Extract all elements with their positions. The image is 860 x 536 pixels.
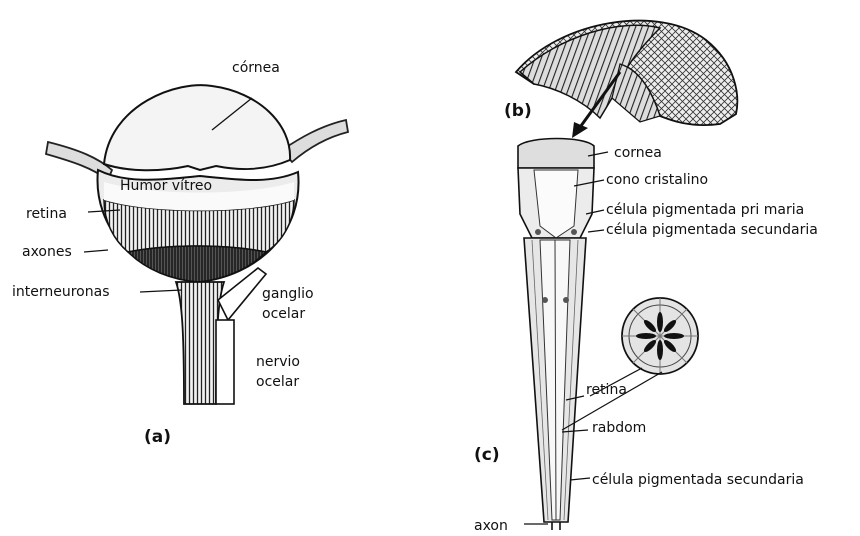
compound-eye-drawing: (b) (504, 21, 737, 138)
ommatidium-drawing: cornea cono cristalino célula pigmentada… (474, 139, 818, 535)
label-cono-cristalino: cono cristalino (606, 172, 708, 188)
rhabdom-cross-section (622, 298, 698, 374)
label-cornea-a: córnea (232, 60, 280, 76)
cuticle-right (282, 120, 348, 162)
label-retina-a: retina (26, 206, 67, 222)
ommatidium-cornea (518, 139, 594, 169)
label-celula-secundaria-top: célula pigmentada secundaria (606, 222, 818, 238)
label-ganglio-line2: ocelar (262, 306, 305, 322)
label-rabdom: rabdom (592, 420, 646, 436)
ocellus-drawing: córnea Humor vítreo retina axones intern… (12, 60, 348, 447)
label-axones: axones (22, 244, 72, 260)
label-celula-primaria: célula pigmentada pri maria (606, 202, 804, 218)
label-celula-secundaria-bottom: célula pigmentada secundaria (592, 472, 804, 488)
nerve-box (216, 320, 234, 404)
label-ganglio-line1: ganglio (262, 286, 314, 302)
label-retina-c: retina (586, 382, 627, 398)
label-interneuronas: interneuronas (12, 284, 110, 300)
axon-layer (128, 246, 266, 282)
panel-label-b: (b) (504, 101, 532, 121)
label-nervio-line2: ocelar (256, 374, 299, 390)
panel-label-a: (a) (144, 427, 171, 447)
label-humor-vitreo: Humor vítreo (120, 178, 212, 194)
panel-label-c: (c) (474, 445, 500, 465)
label-axon: axon (474, 518, 508, 534)
label-cornea-c: cornea (614, 145, 662, 161)
cornea-lens (104, 85, 290, 170)
label-nervio-line1: nervio (256, 354, 300, 370)
